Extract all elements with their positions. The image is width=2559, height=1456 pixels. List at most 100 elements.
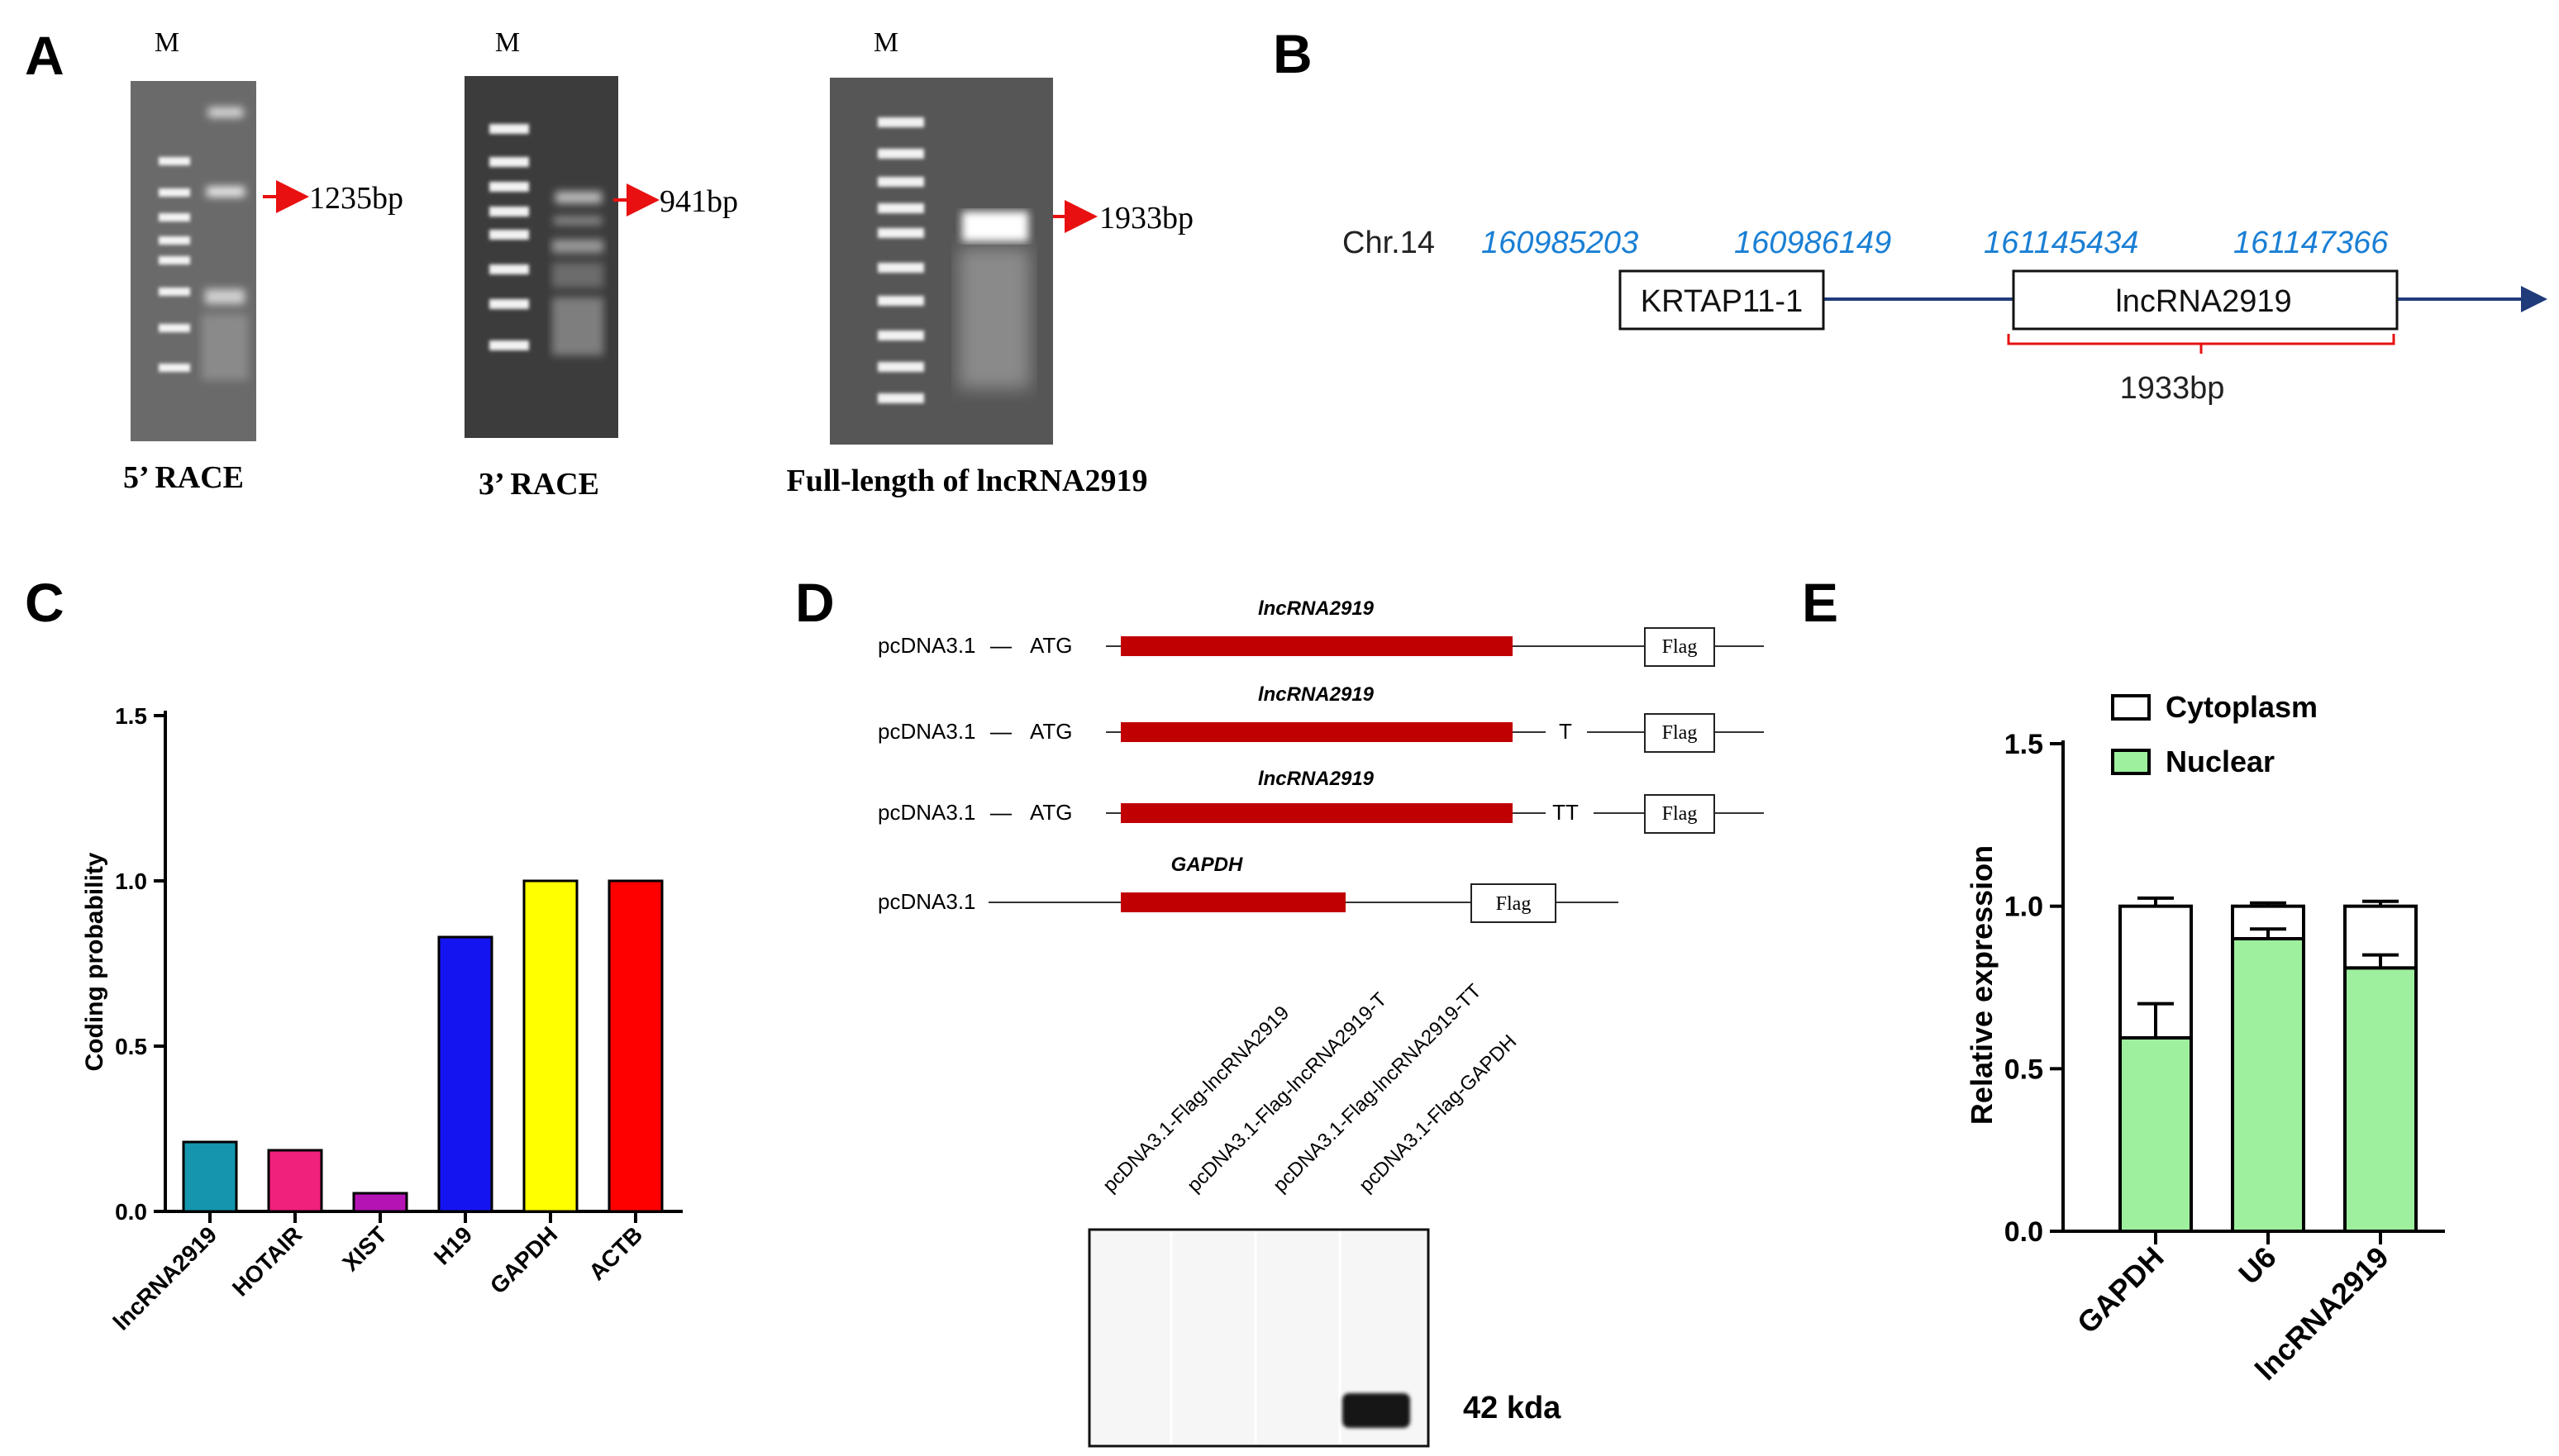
suffix-nucleotide: T <box>1559 719 1572 744</box>
dash: — <box>990 719 1012 744</box>
vector-label: pcDNA3.1 <box>878 633 976 658</box>
lncrna2919-box <box>2012 269 2399 331</box>
insert-label: lncRNA2919 <box>1258 768 1375 790</box>
error-bar-cytoplasm-gapdh <box>2137 896 2174 906</box>
blot-band <box>1342 1393 1410 1428</box>
y-tick-label: 1.0 <box>2004 892 2043 923</box>
vector-label: pcDNA3.1 <box>878 889 976 914</box>
flag-tag-box <box>1470 883 1556 923</box>
bar-nuclear-lncrna2919 <box>2343 966 2418 1234</box>
length-bracket <box>2007 334 2395 354</box>
band-label: 1933bp <box>1099 201 1194 236</box>
bright-band <box>962 212 1028 241</box>
coordinate: 160985203 <box>1481 226 1638 260</box>
y-tick-label: 1.5 <box>2004 729 2043 760</box>
start-codon: ATG <box>1030 800 1073 825</box>
dash: — <box>990 800 1012 825</box>
y-axis-label: Relative expression <box>1965 845 1999 1125</box>
legend: Cytoplasm Nuclear <box>2111 690 2318 778</box>
legend-label-cytoplasm: Cytoplasm <box>2166 690 2318 724</box>
panel-d: pcDNA3.1 — ATG lncRNA2919 Flag pcDNA3.1 … <box>878 597 1764 1448</box>
flag-tag-label: Flag <box>1662 803 1698 825</box>
flag-tag-box <box>1644 713 1715 753</box>
bar-h19 <box>437 935 493 1213</box>
x-tick-label: GAPDH <box>485 1221 562 1298</box>
coordinate: 161147366 <box>2233 226 2389 260</box>
gel-caption: 3’ RACE <box>479 467 599 502</box>
construct-row: pcDNA3.1 — ATG lncRNA2919 T Flag <box>878 683 1764 753</box>
start-codon: ATG <box>1030 633 1073 658</box>
flag-tag-label: Flag <box>1496 893 1532 915</box>
construct-row: pcDNA3.1 — ATG lncRNA2919 TT Flag <box>878 768 1764 834</box>
panel-letter-a: A <box>25 25 64 86</box>
y-tick-label: 0.5 <box>115 1034 147 1059</box>
y-tick-label: 1.5 <box>115 703 147 729</box>
y-tick-label: 0.0 <box>2004 1216 2043 1248</box>
insert-bar <box>1121 636 1513 656</box>
gel-5-race: M 1235bp 5’ RACE <box>123 27 403 495</box>
x-tick-label: HOTAIR <box>227 1221 307 1301</box>
x-tick-label: U6 <box>2232 1240 2283 1292</box>
x-tick-label: XIST <box>337 1221 392 1276</box>
flag-tag-box <box>1644 794 1715 834</box>
sample-lane <box>959 248 1030 388</box>
start-codon: ATG <box>1030 719 1073 744</box>
gel-full-length: M 1933bp Full-length of lncRNA2919 <box>787 27 1194 498</box>
krtap11-1-label: KRTAP11-1 <box>1641 284 1803 319</box>
bar-gapdh <box>522 879 579 1213</box>
western-blot: 42 kda <box>1088 1228 1561 1448</box>
bar-nuclear-u6 <box>2231 937 2305 1233</box>
gel-caption: 5’ RACE <box>123 460 244 495</box>
error-bar-cytoplasm-lncrna2919 <box>2362 899 2399 906</box>
gel-3-race: M 941bp 3’ RACE <box>465 27 738 502</box>
chromosome-label: Chr.14 <box>1342 226 1435 260</box>
vector-label: pcDNA3.1 <box>878 800 976 825</box>
x-tick-label: H19 <box>429 1221 477 1269</box>
gel-image <box>131 81 256 441</box>
legend-swatch-cytoplasm <box>2111 694 2151 721</box>
x-tick-label: ACTB <box>584 1221 647 1285</box>
panel-letter-d: D <box>795 572 835 633</box>
insert-label: GAPDH <box>1171 854 1243 876</box>
flag-tag-label: Flag <box>1662 636 1698 658</box>
marker-ladder <box>489 124 529 350</box>
marker-ladder <box>878 117 924 403</box>
coordinate: 160986149 <box>1734 226 1891 260</box>
sample-lane <box>202 107 248 380</box>
insert-bar <box>1121 892 1346 912</box>
length-label: 1933bp <box>2120 371 2225 406</box>
x-tick-label: GAPDH <box>2071 1240 2171 1340</box>
bar-xist <box>352 1192 408 1213</box>
flag-tag-box <box>1644 627 1715 667</box>
construct-row: pcDNA3.1 — ATG lncRNA2919 Flag <box>878 597 1764 667</box>
lncrna2919-label: lncRNA2919 <box>2115 284 2291 319</box>
error-bar-cytoplasm-u6 <box>2250 901 2286 906</box>
y-axis-label: Coding probability <box>81 852 108 1071</box>
coordinate: 161145434 <box>1984 226 2138 260</box>
bar-hotair <box>267 1149 323 1213</box>
lane-label: pcDNA3.1-Flag-GAPDH <box>1355 1030 1521 1197</box>
panel-letter-c: C <box>25 572 64 633</box>
construct-row: pcDNA3.1 GAPDH Flag <box>878 854 1618 923</box>
chart-coding-probability: Coding probability 0.00.51.01.5 lncRNA29… <box>81 703 683 1335</box>
panel-letter-e: E <box>1802 572 1838 633</box>
x-tick-label: lncRNA2919 <box>108 1221 222 1335</box>
band-size-label: 42 kda <box>1463 1391 1561 1425</box>
gel-image <box>465 76 618 438</box>
sample-lane <box>552 192 603 355</box>
chart-relative-expression: Relative expression Cytoplasm Nuclear 0.… <box>1965 690 2445 1387</box>
band-label: 941bp <box>660 184 738 219</box>
insert-bar <box>1121 722 1513 742</box>
marker-ladder <box>159 157 190 372</box>
band-label: 1235bp <box>309 181 403 216</box>
error-bar-nuclear-u6 <box>2250 927 2286 939</box>
panel-b: Chr.14 160985203 160986149 161145434 161… <box>1342 226 2547 406</box>
flag-tag-label: Flag <box>1662 722 1698 744</box>
insert-label: lncRNA2919 <box>1258 683 1375 706</box>
error-bar-nuclear-gapdh <box>2137 1002 2174 1038</box>
marker-label: M <box>155 27 179 58</box>
bar-actb <box>608 879 664 1213</box>
krtap11-1-box <box>1618 269 1825 331</box>
panel-letter-b: B <box>1273 23 1313 84</box>
